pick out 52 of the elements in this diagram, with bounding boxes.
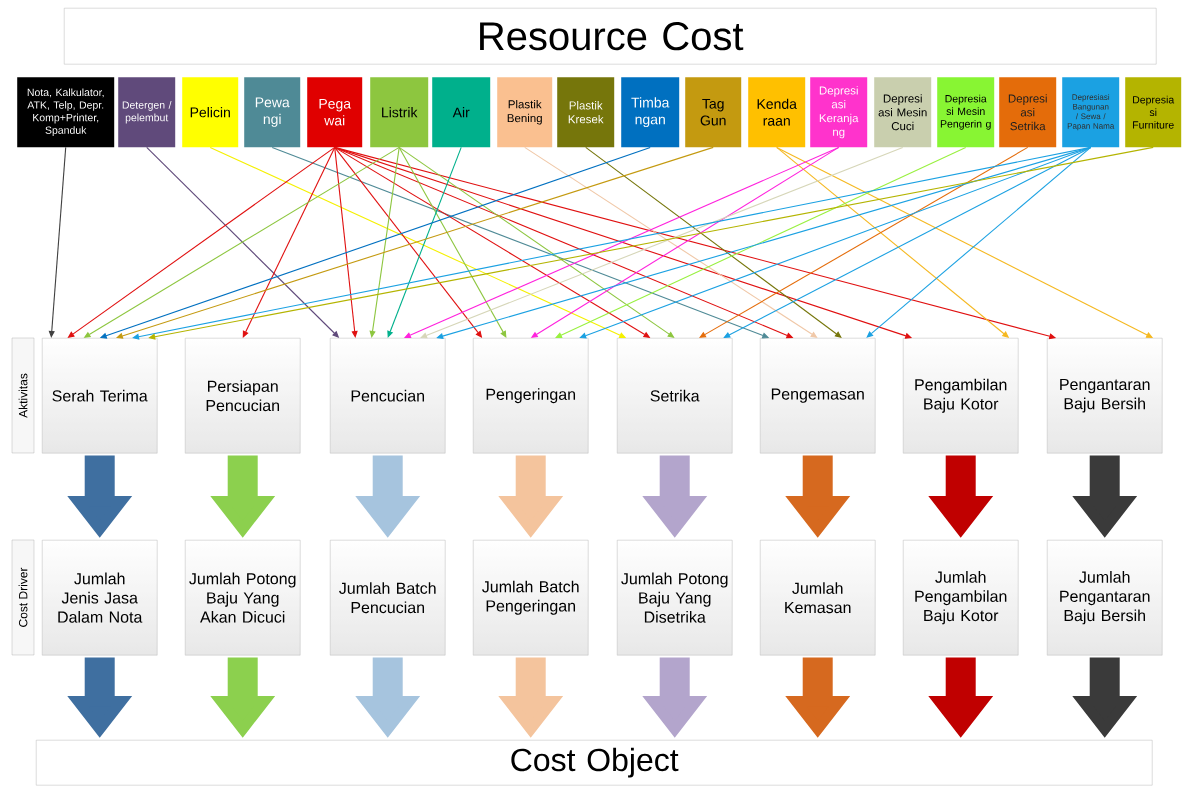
- driver-box: Jumlah Jenis Jasa Dalam Nota: [42, 540, 158, 656]
- resource-box: Depresiasi Bangunan / Sewa / Papan Nama: [1062, 77, 1120, 148]
- resource-box: Depresi asi Mesin Cuci: [874, 77, 932, 148]
- resource-box: Depresi asi Keranja ng: [810, 77, 868, 148]
- driver-box: Jumlah Potong Baju Yang Akan Dicuci: [185, 540, 301, 656]
- arrow: [398, 146, 507, 338]
- arrow: [369, 146, 400, 338]
- resource-box: Pelicin: [182, 77, 239, 148]
- resource-box: Pega wai: [307, 77, 363, 148]
- activity-box: Setrika: [617, 338, 733, 454]
- arrow: [723, 146, 1092, 338]
- activity-box: Pencucian: [330, 338, 446, 454]
- activity-box: Pengemasan: [760, 338, 876, 454]
- resource-box: Plastik Kresek: [557, 77, 615, 148]
- resource-box: Tag Gun: [685, 77, 742, 148]
- resource-box: Pewa ngi: [244, 77, 301, 148]
- resource-box: Air: [432, 77, 491, 148]
- resource-box: Depresia si Furniture: [1125, 77, 1182, 148]
- cost-object-band: Cost Object: [36, 740, 1153, 786]
- driver-box: Jumlah Batch Pengeringan: [473, 540, 589, 656]
- arrow: [436, 146, 1092, 340]
- resource-box: Plastik Bening: [497, 77, 553, 148]
- arrow: [555, 146, 967, 338]
- resource-box: Depresi asi Setrika: [999, 77, 1057, 148]
- title-band: Resource Cost: [64, 8, 1157, 65]
- arrow: [866, 146, 1092, 338]
- resource-box: Detergen / pelembut: [118, 77, 176, 148]
- arrow: [699, 146, 1029, 338]
- arrow: [242, 146, 336, 338]
- activity-box: Pengeringan: [473, 338, 589, 454]
- resource-box: Depresia si Mesin Pengerin g: [937, 77, 995, 148]
- resource-box: Kenda raan: [748, 77, 806, 148]
- row-label: Aktivitas: [11, 337, 35, 454]
- driver-box: Jumlah Pengambilan Baju Kotor: [903, 540, 1019, 656]
- row-label: Cost Driver: [11, 539, 35, 656]
- arrow: [334, 146, 358, 338]
- activity-box: Serah Terima: [42, 338, 158, 454]
- activity-box: Pengantaran Baju Bersih: [1047, 338, 1163, 454]
- driver-box: Jumlah Potong Baju Yang Disetrika: [617, 540, 733, 656]
- resource-box: Listrik: [370, 77, 429, 148]
- driver-box: Jumlah Pengantaran Baju Bersih: [1047, 540, 1163, 656]
- arrow: [420, 146, 904, 339]
- arrow: [387, 146, 462, 338]
- arrow: [585, 146, 842, 338]
- arrow: [398, 146, 675, 338]
- activity-box: Persiapan Pencucian: [185, 338, 301, 454]
- activity-box: Pengambilan Baju Kotor: [903, 338, 1019, 454]
- resource-box: Nota, Kalkulator, ATK, Telp, Depr. Komp+Printer, Spanduk: [17, 77, 115, 148]
- arrow: [48, 146, 67, 338]
- driver-box: Jumlah Batch Pencucian: [330, 540, 446, 656]
- driver-box: Jumlah Kemasan: [760, 540, 876, 656]
- resource-box: Timba ngan: [621, 77, 680, 148]
